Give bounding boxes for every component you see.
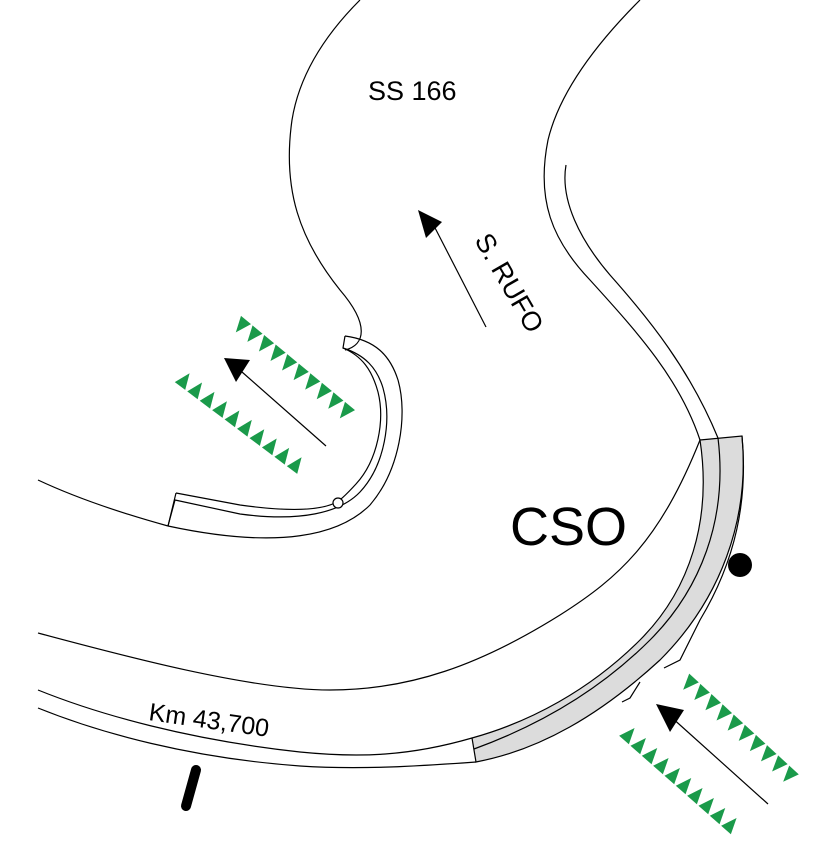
vegetation-icon [199,391,215,409]
road-edge-inner [288,0,362,351]
vegetation-icon [687,788,703,805]
shoulder-stub [621,681,641,703]
arrow-icon-branch [224,358,327,447]
vegetation-icon [212,401,227,418]
vegetation-icon [709,808,726,825]
road-edge-outer-lane [564,164,719,439]
vegetation-icon [783,765,799,782]
vegetation-icon [274,447,290,465]
vegetation-icon [675,778,692,795]
branch-road-upper-right [167,335,403,539]
vegetation-icon [641,748,658,765]
vegetation-row-3 [683,673,799,782]
arrow-icon-lower [656,704,769,805]
vegetation-icon [664,768,680,785]
vegetation-icon [698,798,714,815]
vegetation-icon [694,683,710,700]
vegetation-icon [683,673,699,690]
direction-label: S. RUFO [469,228,550,338]
vegetation-icon [727,714,744,731]
vegetation-icon [293,363,309,381]
arrow-icon-srufo [418,210,487,328]
vegetation-icon [174,373,190,390]
post-icon [181,765,201,811]
vegetation-icon [749,734,766,752]
vegetation-icon [187,382,203,400]
vegetation-icon [247,325,263,342]
vegetation-icon [716,704,733,721]
vegetation-icon [235,315,252,333]
shoulder-outer-line [663,435,745,669]
vegetation-icon [305,373,321,390]
vegetation-icon [772,755,788,772]
branch-shoulder-inner [175,347,382,510]
vegetation-icon [738,724,755,741]
vegetation-row-2 [174,373,302,474]
dot-marker-icon [728,553,752,577]
vegetation-icon [249,429,265,446]
vegetation-icon [261,438,277,456]
vegetation-icon [339,401,356,419]
vegetation-icon [282,354,298,371]
vegetation-icon [224,410,240,428]
vegetation-icon [760,745,777,762]
vegetation-icon [258,334,275,352]
main-road-lower-edge-3 [37,707,477,769]
vegetation-icon [237,419,252,437]
vegetation-icon [653,758,669,775]
vegetation-icon [270,344,286,361]
vegetation-icon [630,738,646,755]
road-label: SS 166 [368,76,457,106]
branch-cap [167,492,177,527]
vegetation-icon [721,818,737,835]
vegetation-icon [328,392,344,409]
km-label: Km 43,700 [147,698,271,743]
vegetation-icon [619,728,635,745]
branch-road-upper [37,479,169,527]
center-label: CSO [510,497,627,557]
branch-junction-dot [332,497,344,509]
vegetation-icon [316,382,332,400]
vegetation-row-1 [235,315,356,419]
shoulder-divider [473,437,721,750]
branch-shoulder-outer [167,335,388,527]
main-road-lower-edge-1 [37,439,701,691]
vegetation-icon [286,457,302,474]
main-road-lower-edge-2 [37,689,473,756]
vegetation-icon [705,694,722,711]
vegetation-row-4 [619,728,737,835]
road-edge-outer [543,0,701,441]
shoulder-band [471,435,744,763]
